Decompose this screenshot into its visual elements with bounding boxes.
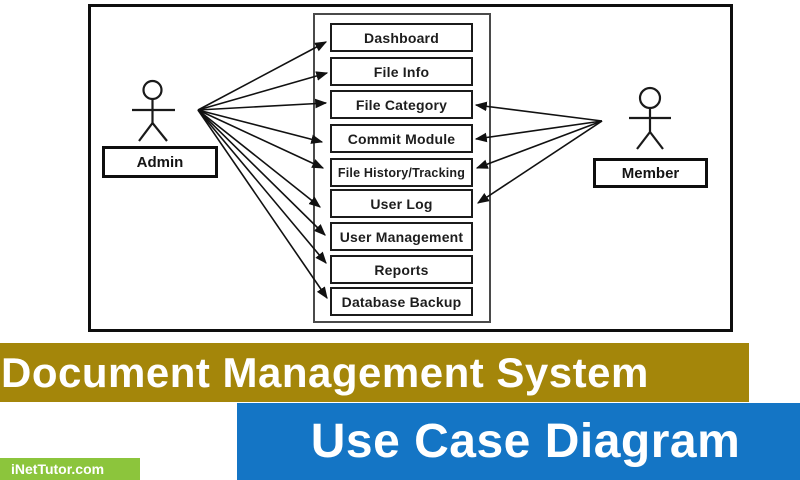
usecase-file-category: File Category xyxy=(330,90,473,119)
actor-label-member: Member xyxy=(593,158,708,188)
subtitle-text: Use Case Diagram xyxy=(310,415,741,468)
admin-label: Admin xyxy=(136,153,184,171)
title-banner: Document Management System xyxy=(0,343,749,402)
usecase-user-log: User Log xyxy=(330,189,473,218)
usecase-database-backup: Database Backup xyxy=(330,287,473,316)
member-label: Member xyxy=(621,164,680,182)
subtitle-banner: Use Case Diagram xyxy=(237,403,800,480)
usecase-user-management: User Management xyxy=(330,222,473,251)
usecase-reports: Reports xyxy=(330,255,473,284)
usecase-dashboard: Dashboard xyxy=(330,23,473,52)
usecase-commit-module: Commit Module xyxy=(330,124,473,153)
watermark-text: iNetTutor.com xyxy=(11,461,105,477)
actor-label-admin: Admin xyxy=(102,146,218,178)
title-text: Document Management System xyxy=(1,348,649,396)
usecase-file-info: File Info xyxy=(330,57,473,86)
watermark-badge: iNetTutor.com xyxy=(0,458,140,480)
usecase-file-history-tracking: File History/Tracking xyxy=(330,158,473,187)
